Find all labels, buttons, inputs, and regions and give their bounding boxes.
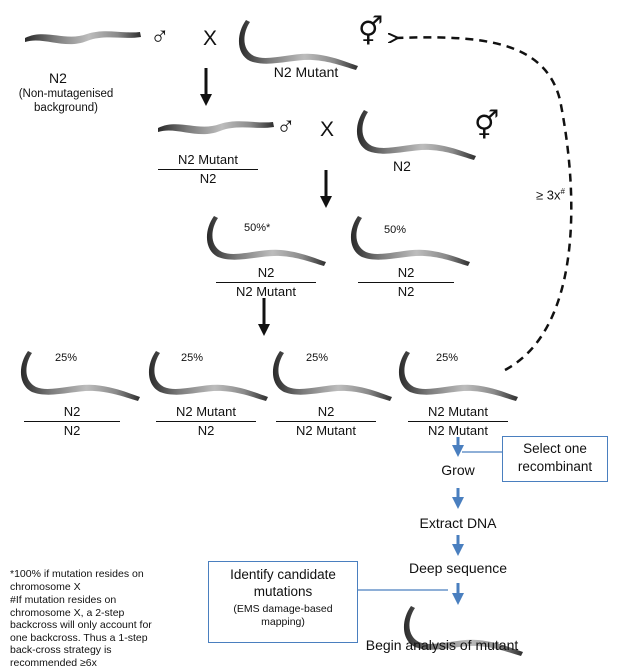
- percent-label: 50%*: [244, 222, 271, 234]
- n2-label: N2: [393, 158, 411, 174]
- genotype-label: N2 N2: [358, 265, 454, 299]
- n2-mutant-het-worm-icon: [158, 121, 274, 135]
- genotype-bottom: N2 Mutant: [428, 423, 488, 438]
- male-symbol-icon: ♂: [276, 111, 296, 141]
- repeat-count: ≥ 3x: [536, 187, 561, 203]
- footnote-star: *100% if mutation resides on chromosome …: [10, 568, 144, 593]
- step-grow: Grow: [441, 462, 475, 478]
- n2-mutant-worm-icon: [238, 20, 358, 70]
- hermaphrodite-symbol-icon: ⚥: [474, 110, 500, 141]
- f2-worm-icon: [272, 351, 392, 401]
- identify-box-title: Identify candidate: [230, 567, 336, 582]
- percent-label: 25%: [55, 352, 78, 364]
- genotype-label: N2 Mutant N2: [158, 152, 258, 186]
- repeat-superscript: #: [560, 187, 565, 196]
- genotype-top: N2: [216, 265, 316, 283]
- genotype-top: N2 Mutant: [158, 152, 258, 170]
- n2-hermaphrodite-worm-icon: [356, 110, 476, 160]
- percent-label: 25%: [306, 352, 329, 364]
- genotype-bottom: N2 Mutant: [296, 423, 356, 438]
- hermaphrodite-symbol-icon: ⚥: [358, 16, 384, 47]
- genotype-label: N2 Mutant N2: [156, 404, 256, 438]
- cross-symbol: X: [203, 27, 218, 50]
- n2-label: N2: [49, 70, 67, 86]
- identify-box-title: mutations: [253, 584, 313, 599]
- n2-sublabel: (Non-mutagenised: [18, 88, 114, 100]
- genotype-bottom: N2: [199, 171, 217, 186]
- genotype-bottom: N2: [63, 423, 81, 438]
- select-recombinant-box: Select one recombinant: [502, 436, 608, 482]
- n2-mutant-label: N2 Mutant: [273, 64, 339, 80]
- genotype-bottom: N2 Mutant: [236, 284, 296, 299]
- genotype-label: N2 N2 Mutant: [276, 404, 376, 438]
- step-extract-dna: Extract DNA: [419, 515, 497, 531]
- footnote-hash: #If mutation resides on chromosome X, a …: [10, 594, 152, 669]
- identify-box-subtitle: mapping): [261, 616, 305, 628]
- step-begin-analysis: Begin analysis of mutant: [365, 637, 519, 653]
- f2-worm-icon: [20, 351, 140, 401]
- identify-box-subtitle: (EMS damage-based: [233, 603, 333, 615]
- identify-mutations-box: Identify candidate mutations (EMS damage…: [208, 561, 358, 643]
- genotype-top: N2: [276, 404, 376, 422]
- percent-label: 25%: [436, 352, 459, 364]
- percent-label: 50%: [384, 224, 407, 236]
- f2-worm-icon: [398, 351, 518, 401]
- genotype-top: N2 Mutant: [408, 404, 508, 422]
- step-deep-sequence: Deep sequence: [408, 560, 508, 576]
- genotype-bottom: N2: [397, 284, 415, 299]
- genotype-label: N2 Mutant N2 Mutant: [408, 404, 508, 438]
- select-box-line: recombinant: [517, 459, 593, 474]
- genotype-top: N2: [24, 404, 120, 422]
- backcross-loop-arrow-icon: [395, 37, 573, 372]
- genotype-top: N2 Mutant: [156, 404, 256, 422]
- genotype-top: N2: [358, 265, 454, 283]
- genotype-label: N2 N2: [24, 404, 120, 438]
- male-symbol-icon: ♂: [150, 21, 170, 51]
- n2-worm-icon: [25, 31, 141, 45]
- repeat-label: ≥ 3x#: [536, 187, 565, 203]
- select-box-line: Select one: [523, 441, 587, 456]
- genotype-bottom: N2: [197, 423, 215, 438]
- f2-worm-icon: [148, 351, 268, 401]
- f1-worm-icon: [350, 216, 470, 266]
- genotype-label: N2 N2 Mutant: [216, 265, 316, 299]
- cross-symbol: X: [320, 118, 335, 141]
- n2-sublabel: background): [34, 102, 98, 114]
- percent-label: 25%: [181, 352, 204, 364]
